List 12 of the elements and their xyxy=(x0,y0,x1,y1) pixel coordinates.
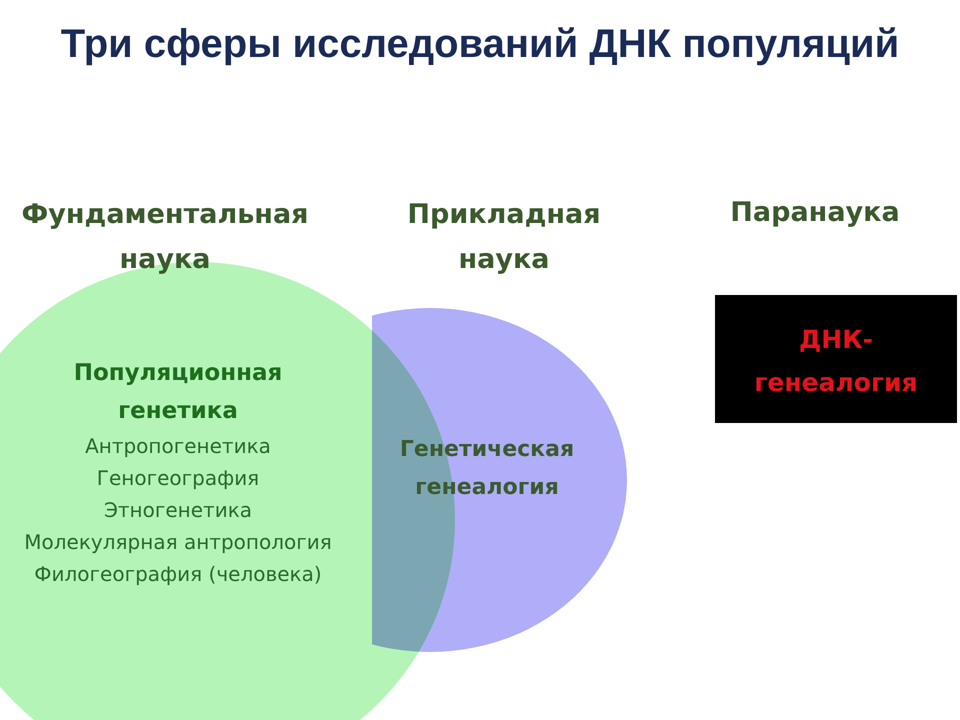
field-heading: Популяционная генетика xyxy=(74,360,282,424)
field-item: Молекулярная антропология xyxy=(24,530,332,554)
field-item: Этногенетика xyxy=(104,498,252,522)
field-label: Генетическая генеалогия xyxy=(400,437,574,500)
category-heading: Паранаука xyxy=(730,197,900,228)
category-heading: Прикладная наука xyxy=(407,199,601,275)
category-heading: Фундаментальная наука xyxy=(21,199,309,275)
diagram-title: Три сферы исследований ДНК популяций xyxy=(60,22,900,66)
field-item: Геногеография xyxy=(96,466,260,490)
field-item: Антропогенетика xyxy=(85,434,271,458)
field-label: ДНК-генеалогия xyxy=(754,325,918,397)
field-item: Филогеография (человека) xyxy=(34,562,322,586)
